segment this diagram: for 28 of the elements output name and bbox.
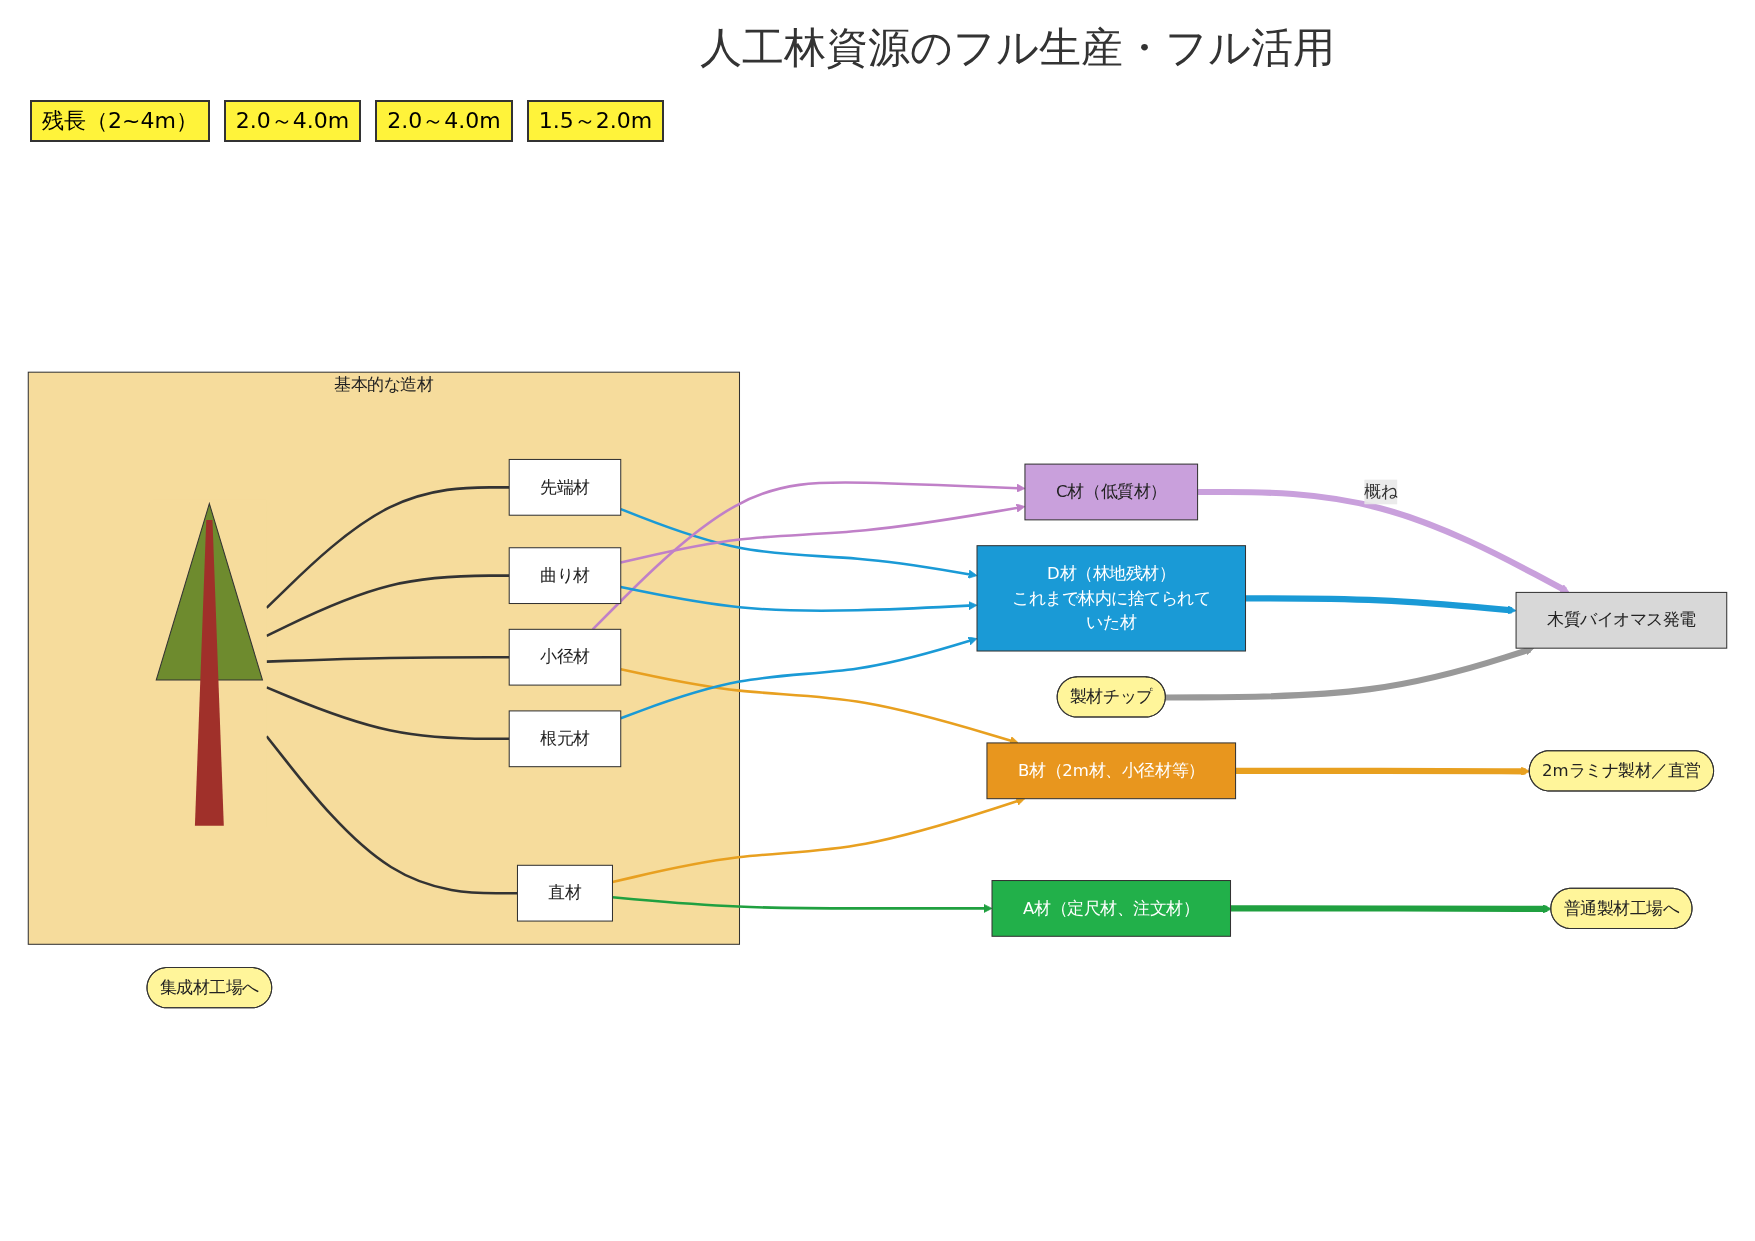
arrow bbox=[620, 585, 978, 613]
node-box: 木質バイオマス発電 bbox=[1515, 591, 1728, 649]
node-box: 曲り材 bbox=[508, 547, 622, 605]
node-box: 根元材 bbox=[508, 710, 622, 768]
dimension-label: 残長（2~4m） bbox=[30, 100, 210, 142]
node-box: 小径材 bbox=[508, 628, 622, 686]
node-box: B材（2m材、小径材等） bbox=[986, 742, 1237, 800]
diagram-title: 人工林資源のフル生産・フル活用 bbox=[700, 22, 1335, 74]
connector bbox=[266, 686, 510, 741]
node-box: D材（林地残材） これまで林内に捨てられていた材 bbox=[976, 545, 1247, 652]
dimension-label: 2.0～4.0m bbox=[375, 100, 513, 142]
node-box: C材（低質材） bbox=[1024, 463, 1199, 521]
node-box: A材（定尺材、注文材） bbox=[991, 880, 1232, 937]
arrow bbox=[1230, 904, 1552, 914]
node-box: 直材 bbox=[516, 864, 613, 922]
connector bbox=[265, 486, 510, 609]
arrow bbox=[1245, 595, 1517, 615]
connector bbox=[266, 655, 510, 663]
edge-label: 概ね bbox=[1364, 481, 1398, 502]
arrow bbox=[1197, 488, 1570, 594]
connector bbox=[266, 574, 510, 637]
arrow bbox=[620, 507, 978, 579]
dimension-label: 1.5～2.0m bbox=[526, 100, 665, 142]
connector bbox=[265, 735, 518, 895]
arrow bbox=[612, 896, 993, 913]
node-box: 先端材 bbox=[508, 458, 622, 516]
arrow bbox=[620, 636, 978, 720]
dimension-label: 2.0～4.0m bbox=[223, 100, 362, 142]
